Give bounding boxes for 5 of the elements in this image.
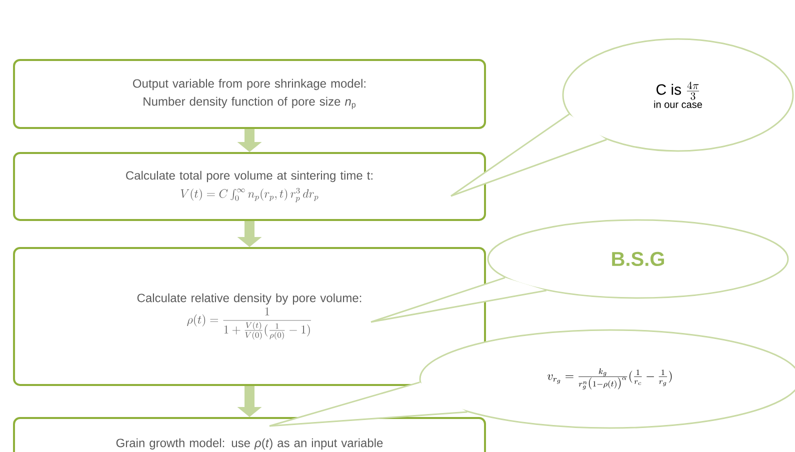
- callout-bubble: B.S.G: [487, 219, 789, 299]
- callout-bubble: C is $\frac{4\pi}{3}$ in our case: [562, 38, 794, 152]
- node-label: $v_{r_g} = \frac{k_g}{r_g^n\big(1-\rho(t)\big)^{\alpha}}(\frac{1}{r_c}-\frac{1}{r_g})$: [548, 368, 672, 390]
- process-box: Grain growth model: use ρ(t) as an input variable: [13, 416, 486, 452]
- callout-bubble: $v_{r_g} = \frac{k_g}{r_g^n\big(1-\rho(t)\big)^{\alpha}}(\frac{1}{r_c}-\frac{1}{r_g})$: [419, 329, 795, 429]
